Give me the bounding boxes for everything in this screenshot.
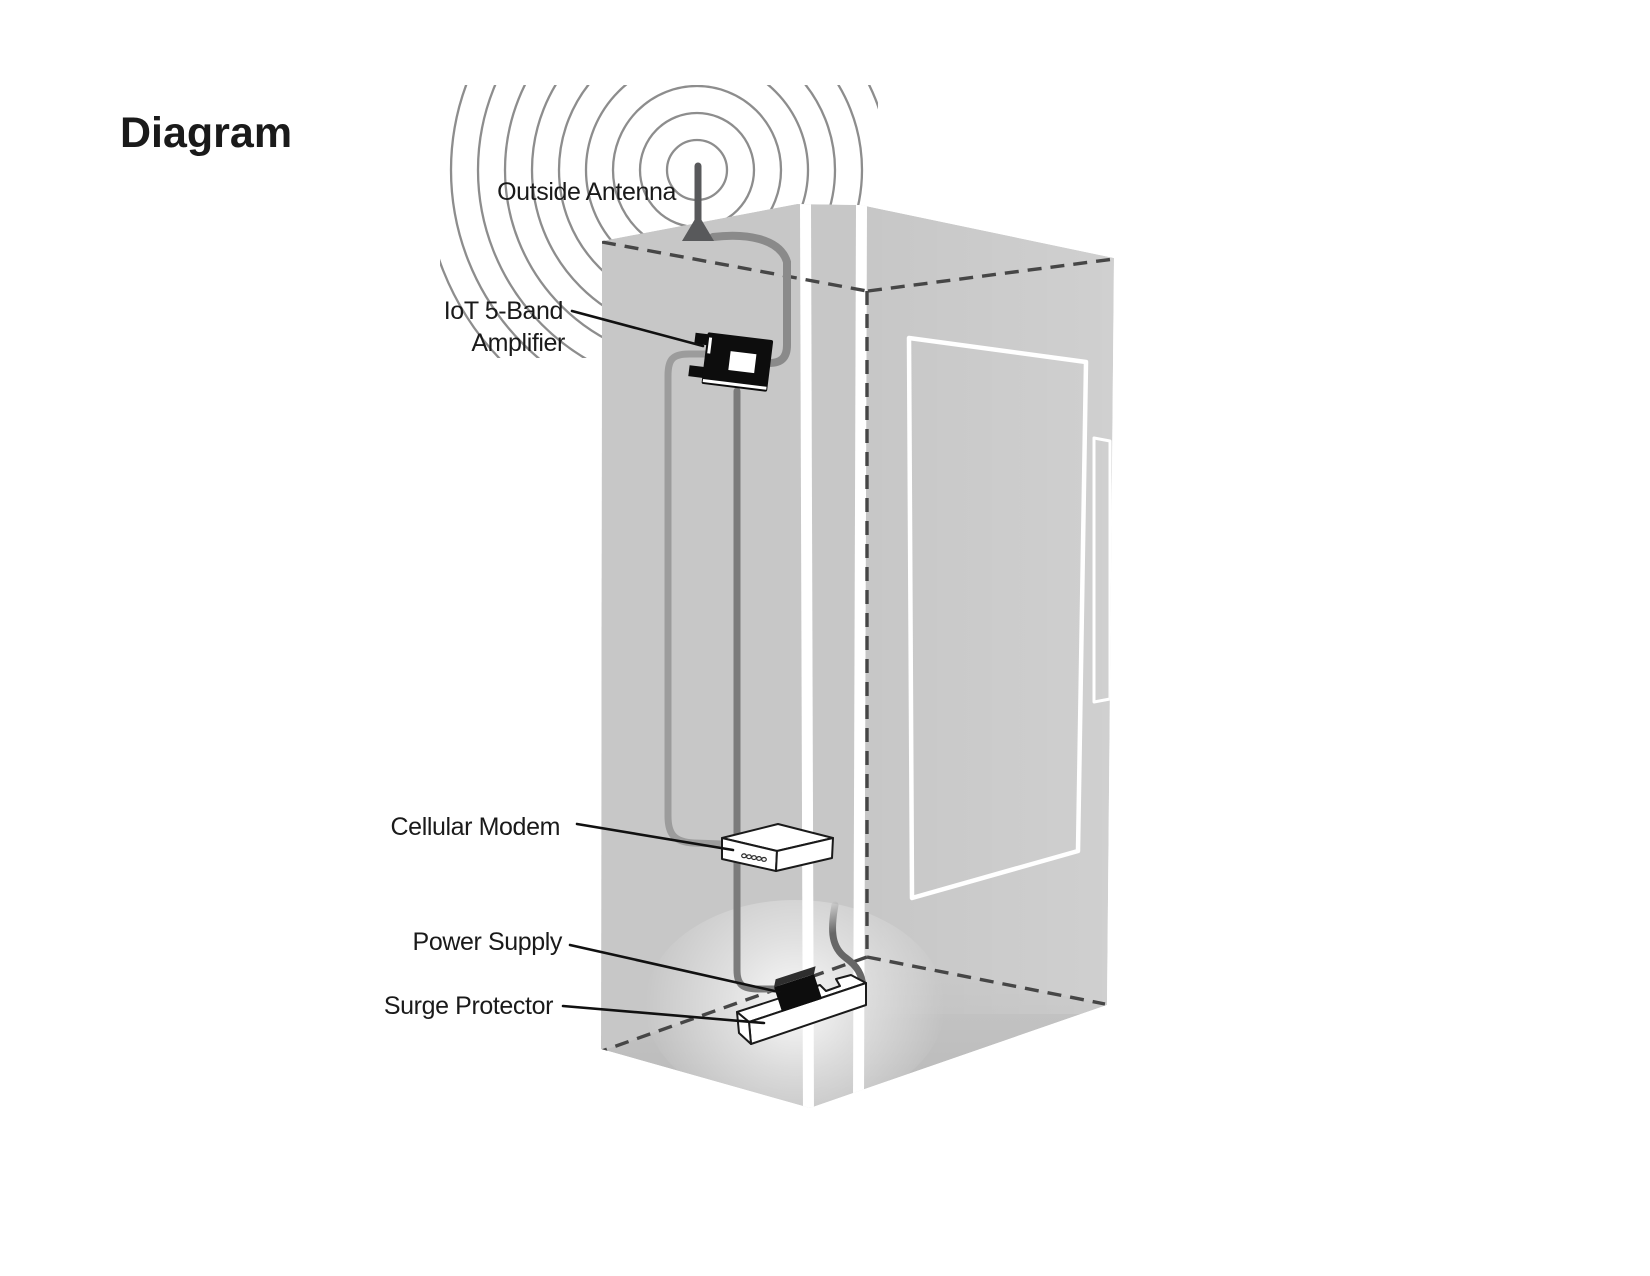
corner-edge-highlight-left — [800, 204, 814, 1108]
elevator-door-outline — [906, 335, 1089, 901]
amplifier-leader-line — [570, 309, 705, 348]
hidden-edge-top-right — [867, 257, 1114, 293]
signal-wave-ring — [476, 85, 878, 358]
hidden-edges — [601, 240, 1114, 1053]
amplifier-label-line2: Amplifier — [471, 329, 565, 357]
power-supply-device — [774, 966, 822, 1012]
modem-led-row — [741, 853, 767, 862]
cabinet-right-face-highlight — [868, 204, 1114, 1014]
modem-leader-line — [575, 822, 735, 852]
modem-front-right-face — [775, 837, 834, 872]
modem-led — [746, 854, 752, 860]
amplifier-device — [688, 332, 774, 392]
outside-antenna-label: Outside Antenna — [497, 178, 676, 206]
antenna-icon — [682, 162, 714, 241]
amplifier-edge-highlight — [707, 337, 713, 354]
signal-waves-icon — [440, 85, 878, 358]
amplifier-bracket-bottom — [688, 365, 706, 379]
hidden-edge-bottom-left — [601, 955, 868, 1053]
amplifier-base-highlight — [702, 378, 767, 390]
corner-edge-highlight-right — [853, 205, 867, 1100]
surge-protector-leader-line — [561, 1004, 766, 1025]
signal-wave-ring — [449, 85, 878, 358]
amplifier-label-line1: IoT 5-Band — [444, 297, 563, 325]
signal-wave-ring — [503, 85, 878, 358]
antenna-cable — [709, 231, 791, 367]
power-supply-leader-line — [568, 943, 781, 994]
power-supply-body — [774, 974, 822, 1012]
surge-protector-cord — [829, 901, 867, 991]
modem-power-cable — [733, 387, 785, 993]
surge-protector-label: Surge Protector — [384, 992, 553, 1020]
power-supply-top-face — [774, 966, 816, 988]
leader-lines — [561, 309, 781, 1025]
amplifier-display — [728, 351, 757, 374]
modem-led — [756, 855, 762, 861]
modem-led — [761, 856, 767, 862]
modem-led — [751, 855, 757, 861]
modem-led — [741, 853, 747, 859]
modem-device — [721, 823, 834, 872]
page-title: Diagram — [120, 109, 292, 157]
antenna-base — [682, 214, 714, 241]
power-supply-label: Power Supply — [413, 928, 563, 956]
hidden-edge-bottom-right — [866, 955, 1106, 1006]
cellular-modem-label: Cellular Modem — [391, 813, 560, 841]
